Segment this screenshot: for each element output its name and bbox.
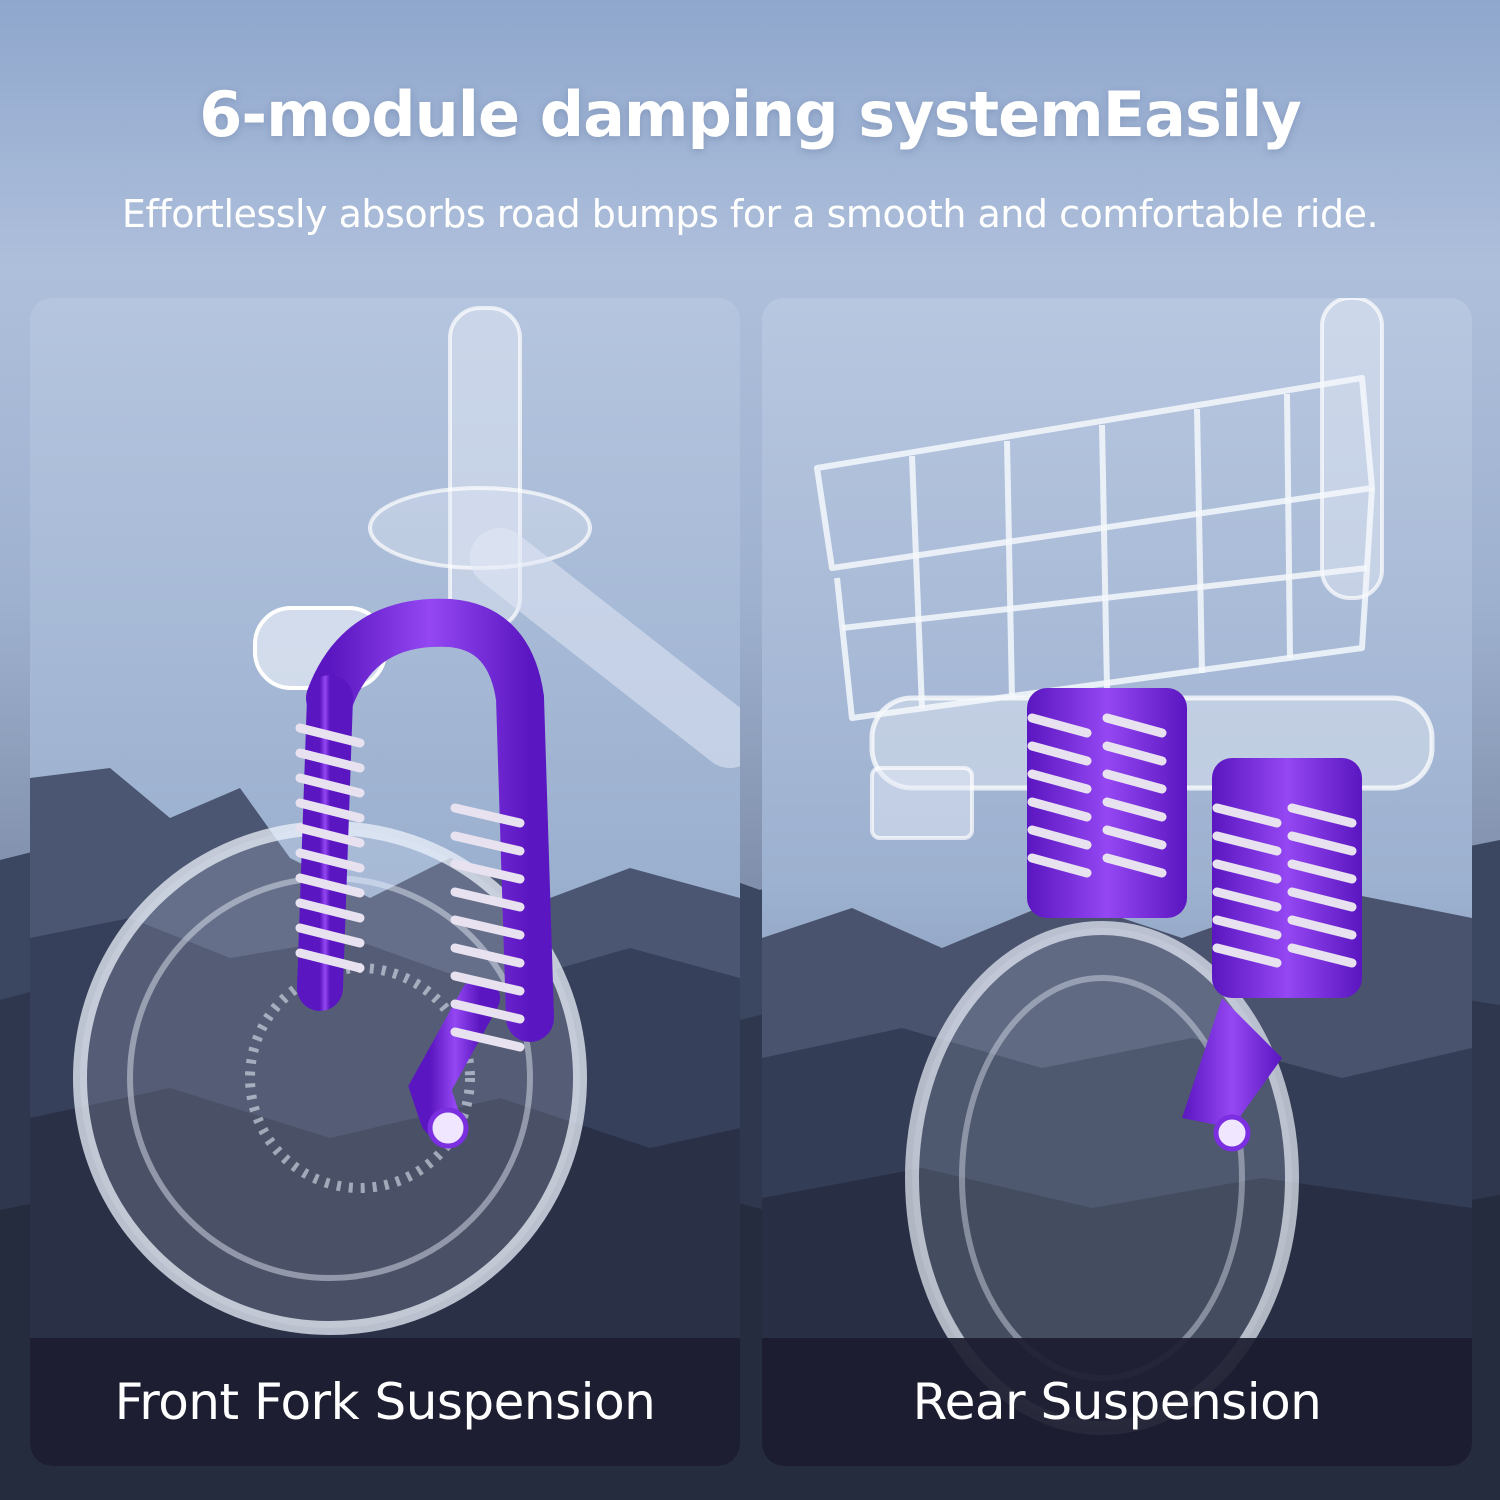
front-fork-caption-bar: Front Fork Suspension	[30, 1338, 740, 1466]
rear-suspension-caption: Rear Suspension	[912, 1373, 1322, 1431]
rear-suspension-caption-bar: Rear Suspension	[762, 1338, 1472, 1466]
rear-shock-spring-icon	[762, 298, 1472, 1466]
page-title: 6-module damping systemEasily	[199, 78, 1302, 151]
front-fork-spring-icon	[30, 298, 740, 1466]
front-fork-panel: Front Fork Suspension	[30, 298, 740, 1466]
front-fork-caption: Front Fork Suspension	[114, 1373, 656, 1431]
rear-suspension-panel: Rear Suspension	[762, 298, 1472, 1466]
page-subtitle: Effortlessly absorbs road bumps for a sm…	[121, 192, 1379, 236]
